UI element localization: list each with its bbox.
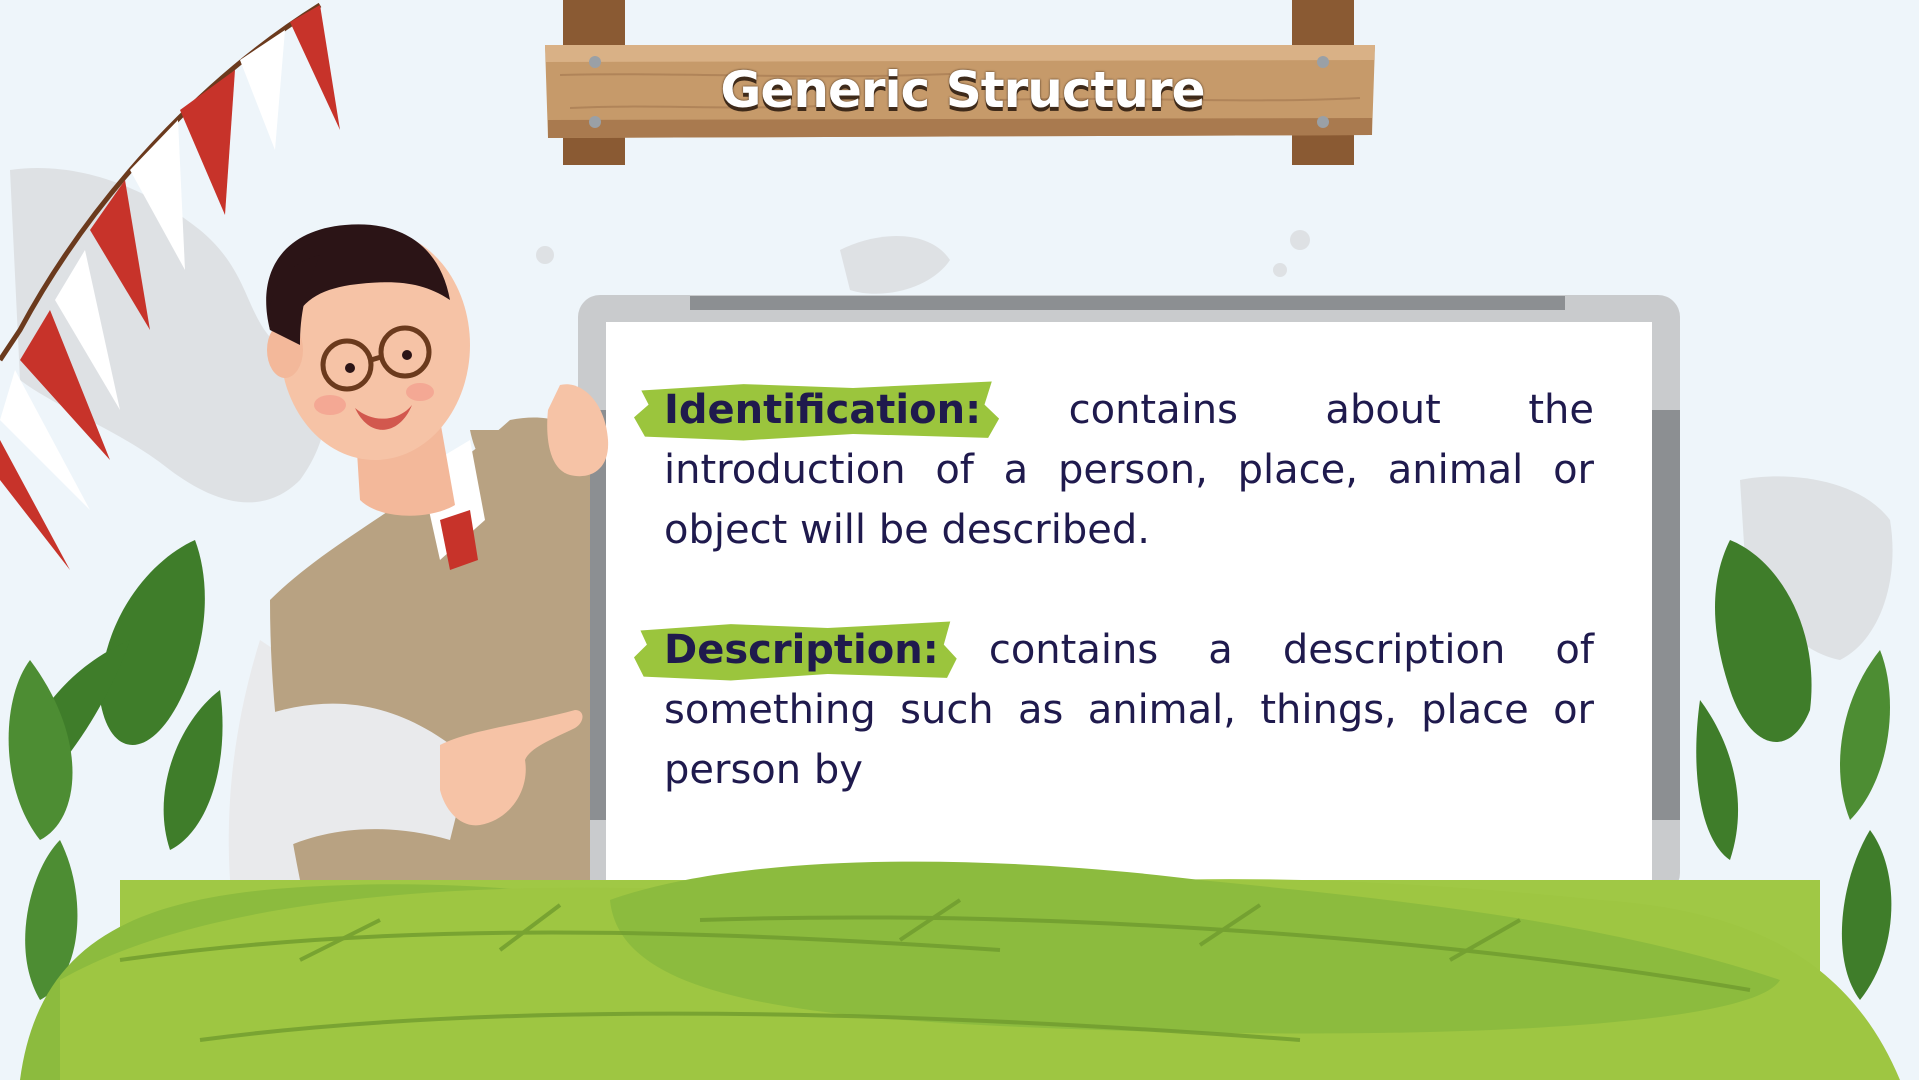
board-content: Identification: contains about the intro… — [664, 380, 1594, 800]
pennant-garland — [0, 2, 340, 570]
description-text: contains a description of something such… — [664, 627, 1594, 793]
identification-paragraph: Identification: contains about the intro… — [664, 380, 1594, 560]
teacher-character — [228, 224, 609, 880]
description-paragraph: Description: contains a description of s… — [664, 620, 1594, 800]
left-leaves — [8, 540, 223, 1000]
front-foliage — [20, 861, 1900, 1080]
identification-term: Identification: — [664, 387, 982, 433]
description-term: Description: — [664, 627, 939, 673]
right-leaves — [1696, 540, 1892, 1000]
page-title: Generic Structure — [720, 61, 1205, 119]
wooden-sign — [545, 0, 1375, 165]
whiteboard — [578, 295, 1680, 895]
identification-text: contains about the introduction of a per… — [664, 387, 1594, 553]
